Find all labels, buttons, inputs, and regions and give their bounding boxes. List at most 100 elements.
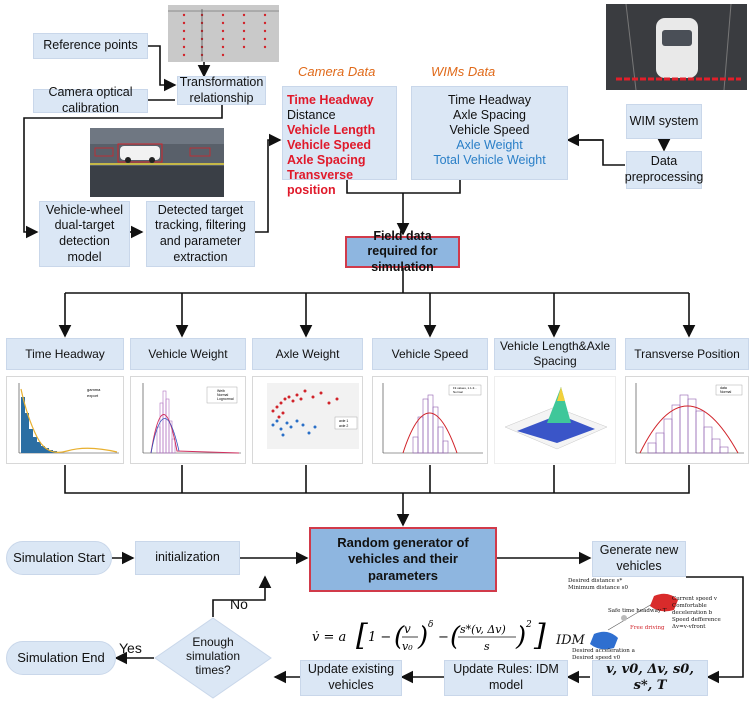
idm-illustration: Desired distance s* Minimum distance s0 … [568,578,728,664]
svg-text:−: − [438,630,449,645]
param-vehicle-speed-label: Vehicle Speed [391,346,469,361]
field-data-box: Field data required for simulation [345,229,460,274]
wims-data-item: Total Vehicle Weight [433,153,546,167]
weight-legend-3: Lognormal [217,397,234,401]
wims-data-item: Axle Spacing [453,108,526,122]
transverse-legend-1: data [720,386,727,390]
update-rules-label: Update Rules: IDM model [453,662,559,692]
simulation-start-label: Simulation Start [13,549,105,565]
param-vehicle-speed: Vehicle Speed [372,338,488,370]
svg-text:v̇ = a: v̇ = a [312,630,346,645]
idm-cars-graphic [590,593,678,650]
svg-text:2: 2 [525,620,532,630]
weight-legend-1: Weib [217,389,225,393]
axle-legend-2: axle 2 [339,424,348,428]
camera-data-title: Camera Data [298,64,376,79]
svg-text:(: ( [450,622,461,652]
initialization-label: initialization [155,550,220,565]
minimum-distance-label: Minimum distance s0 [568,585,628,591]
param-length-axle-spacing-label: Vehicle Length&Axle Spacing [499,339,611,368]
svg-text:s: s [484,640,490,653]
free-driving-label: Free driving [630,625,665,631]
detection-model-box: Vehicle-wheel dual-target detection mode… [39,201,130,267]
simulation-start-box: Simulation Start [6,541,112,575]
tracking-box: Detected target tracking, filtering and … [146,201,255,267]
field-data-label: Field data required for simulation [367,228,438,274]
param-time-headway-label: Time Headway [25,346,105,361]
enough-simulation-decision: Enough simulation times? [154,617,272,699]
svg-text:s*(v, Δv): s*(v, Δv) [460,623,506,636]
transverse-histogram: data Normal [635,383,744,454]
current-speed-label: Current speed v [672,596,717,602]
chart-vehicle-weight: Weib Normal Lognormal [130,376,246,464]
random-generator-label: Random generator of vehicles and their p… [337,535,469,583]
chart-transverse-position: data Normal [625,376,749,464]
wims-data-item: Axle Weight [456,138,523,152]
idm-labels-left: Desired distance s* Minimum distance s0 [568,578,628,592]
params-box: v, v0, Δv, s0, s*, T [592,660,708,696]
reference-points-box: Reference points [33,33,148,59]
weight-legend-2: Normal [217,393,229,397]
axle-scatter: axle 1 axle 2 [267,383,359,449]
param-vehicle-weight-label: Vehicle Weight [148,346,228,361]
headway-legend-1: gamma [87,387,101,392]
comfort-decel-label: Comfortable deceleration b [672,603,713,616]
wim-camera-image [606,3,747,91]
svg-text:[: [ [356,618,368,653]
param-vehicle-weight: Vehicle Weight [130,338,246,370]
vehicle-detection-image [90,128,224,197]
wim-camera-graphic [606,3,747,91]
desired-speed-label: Desired speed v0 [572,655,621,661]
param-axle-weight-label: Axle Weight [275,346,340,361]
param-axle-weight: Axle Weight [252,338,363,370]
speed-diff-label: Speed defference Δv=v-vfront [672,617,721,630]
desired-accel-label: Desired acceleration a [572,648,635,654]
svg-text:1 −: 1 − [368,630,391,645]
camera-data-item: Transverse position [287,168,354,197]
svg-text:v₀: v₀ [402,640,413,653]
camera-calibration-box: Camera optical calibration [33,85,148,115]
svg-text:]: ] [533,618,546,653]
idm-labels-right: Current speed v Comfortable deceleration… [672,596,732,631]
param-transverse-position-label: Transverse Position [634,346,740,361]
camera-data-item: Axle Spacing [287,153,366,167]
data-preprocessing-box: Data preprocessing [625,151,703,189]
wims-data-item: Vehicle Speed [449,123,530,137]
simulation-end-box: Simulation End [6,641,116,675]
svg-text:δ: δ [428,620,433,630]
decision-diamond-shape [154,617,272,699]
transverse-legend-2: Normal [720,390,732,394]
svg-text:): ) [417,622,428,652]
reference-grid-image [168,5,279,62]
axle-legend-1: axle 1 [339,419,348,423]
generate-new-box: Generate new vehicles [592,541,686,577]
param-time-headway: Time Headway [6,338,124,370]
speed-legend-1: Fit values, 1.1-3... [453,386,477,390]
tracking-label: Detected target tracking, filtering and … [154,202,246,264]
no-label: No [230,596,248,612]
initialization-box: initialization [135,541,240,575]
headway-histogram: gamma export [18,383,119,454]
chart-axle-weight: axle 1 axle 2 [252,376,363,464]
param-length-axle-spacing: Vehicle Length&Axle Spacing [494,338,616,370]
idm-formula: v̇ = a [ 1 − ( v v₀ ) δ − ( s*(v, Δv) s … [312,613,582,663]
params-box-label: v, v0, Δv, s0, s*, T [606,661,694,693]
speed-legend-2: Normal [453,390,463,394]
chart-time-headway: gamma export [6,376,124,464]
update-rules-box: Update Rules: IDM model [444,660,568,696]
detection-model-label: Vehicle-wheel dual-target detection mode… [45,202,124,264]
generate-new-label: Generate new vehicles [599,543,679,573]
update-existing-box: Update existing vehicles [300,660,402,696]
simulation-end-label: Simulation End [17,649,105,665]
camera-calibration-label: Camera optical calibration [48,85,133,115]
svg-text:): ) [515,622,526,652]
idm-formula-graphic: v̇ = a [ 1 − ( v v₀ ) δ − ( s*(v, Δv) s … [312,618,546,653]
wims-data-title: WIMs Data [431,64,496,79]
random-generator-box: Random generator of vehicles and their p… [309,527,497,592]
safe-time-label: Safe time headway T [608,608,667,614]
weight-histogram: Weib Normal Lognormal [142,383,241,454]
headway-legend-2: export [87,393,99,398]
chart-length-axle-spacing [494,376,616,464]
